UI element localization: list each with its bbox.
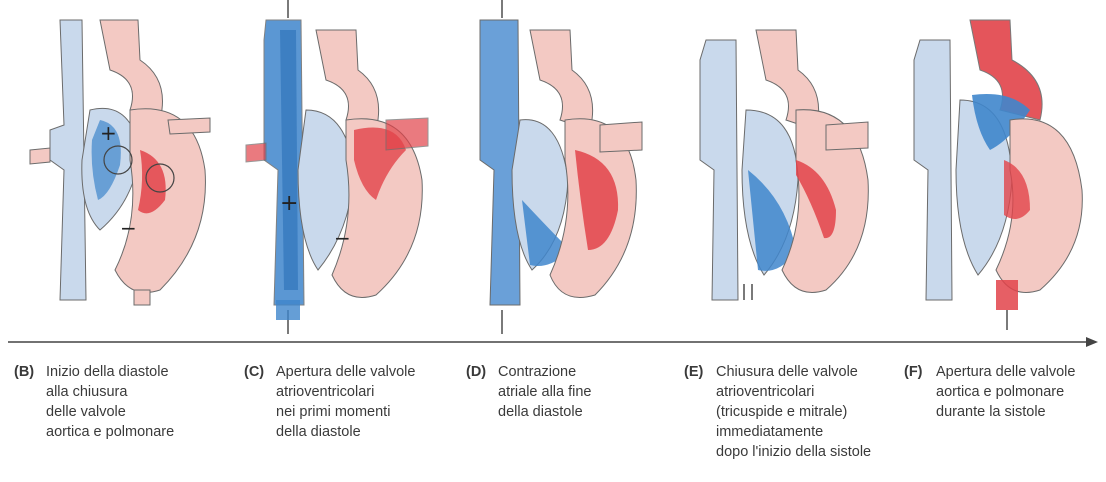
heart-illustration-b: + − [20,0,220,340]
heart-illustration-f [900,0,1100,340]
caption-letter: (F) [904,362,923,382]
caption-line: immediatamente [716,422,871,442]
caption-line: Apertura delle valvole [936,362,1075,382]
heart-illustration-d [450,0,650,340]
heart-illustration-c: + − [236,0,436,340]
caption-letter: (B) [14,362,34,382]
caption-line: della diastole [498,402,592,422]
caption-line: dopo l'inizio della sistole [716,442,871,462]
caption-line: durante la sistole [936,402,1075,422]
svg-text:−: − [334,226,351,250]
caption-letter: (C) [244,362,264,382]
caption-line: Apertura delle valvole [276,362,415,382]
caption-line: alla chiusura [46,382,174,402]
caption-line: Chiusura delle valvole [716,362,871,382]
caption-line: (tricuspide e mitrale) [716,402,871,422]
heart-panel-d [450,0,650,340]
caption-line: Inizio della diastole [46,362,174,382]
heart-panel-c: + − [236,0,436,340]
caption-line: atrioventricolari [276,382,415,402]
caption-line: delle valvole [46,402,174,422]
caption-line: nei primi momenti [276,402,415,422]
caption-line: atrioventricolari [716,382,871,402]
caption-letter: (D) [466,362,486,382]
caption-line: della diastole [276,422,415,442]
heart-panel-b: + − [20,0,220,340]
caption-line: atriale alla fine [498,382,592,402]
heart-illustration-e [686,0,886,340]
svg-text:−: − [120,216,137,240]
timeline-arrow [8,334,1100,350]
svg-text:+: + [100,121,117,145]
heart-panel-f [900,0,1100,340]
caption-line: aortica e polmonare [936,382,1075,402]
caption-line: Contrazione [498,362,592,382]
heart-panel-e [686,0,886,340]
caption-letter: (E) [684,362,703,382]
svg-text:+: + [280,191,298,216]
caption-line: aortica e polmonare [46,422,174,442]
